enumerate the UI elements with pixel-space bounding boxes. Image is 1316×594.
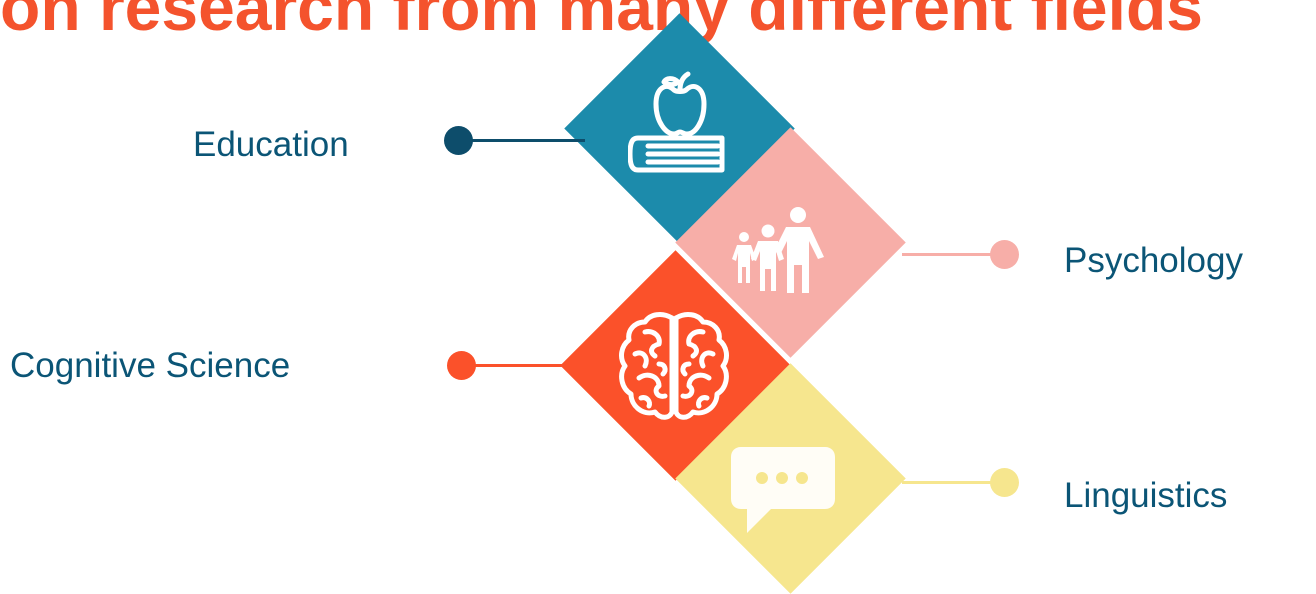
education-connector [459, 139, 585, 142]
cognitive-science-label: Cognitive Science [10, 346, 291, 385]
psychology-label: Psychology [1064, 241, 1243, 280]
cognitive-science-dot [447, 351, 476, 380]
brain-icon [619, 312, 729, 420]
speech-bubble-icon [731, 447, 835, 533]
psychology-dot [990, 240, 1019, 269]
linguistics-connector [902, 481, 1005, 484]
education-label: Education [193, 125, 349, 164]
apple-on-book-icon [628, 71, 725, 173]
family-icon [732, 207, 824, 293]
education-dot [444, 126, 473, 155]
psychology-connector [902, 253, 1005, 256]
cognitive-science-connector [462, 364, 582, 367]
page-heading: on research from many different fields [0, 0, 1203, 44]
linguistics-label: Linguistics [1064, 476, 1228, 515]
linguistics-dot [990, 468, 1019, 497]
